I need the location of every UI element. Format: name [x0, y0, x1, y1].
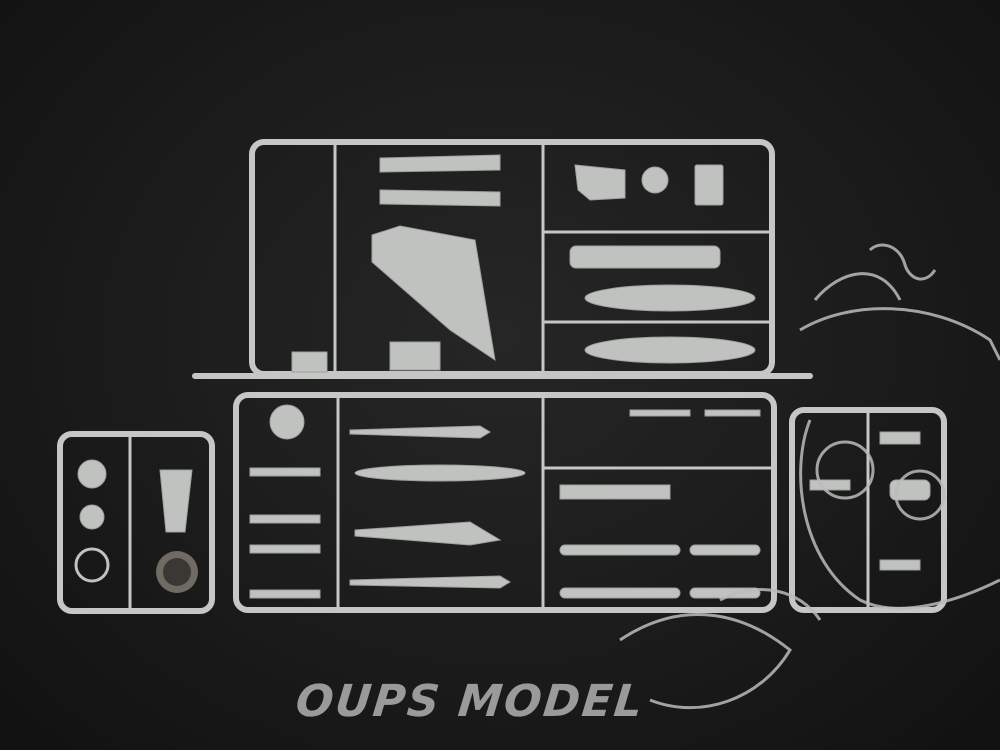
right-sprue — [789, 407, 947, 613]
left-sprue — [57, 431, 215, 614]
mascot-watermark — [619, 243, 1000, 710]
watermark-text: OUPS MODEL — [293, 676, 647, 727]
lower-sprue — [233, 392, 777, 613]
upper-sprue — [249, 139, 775, 377]
